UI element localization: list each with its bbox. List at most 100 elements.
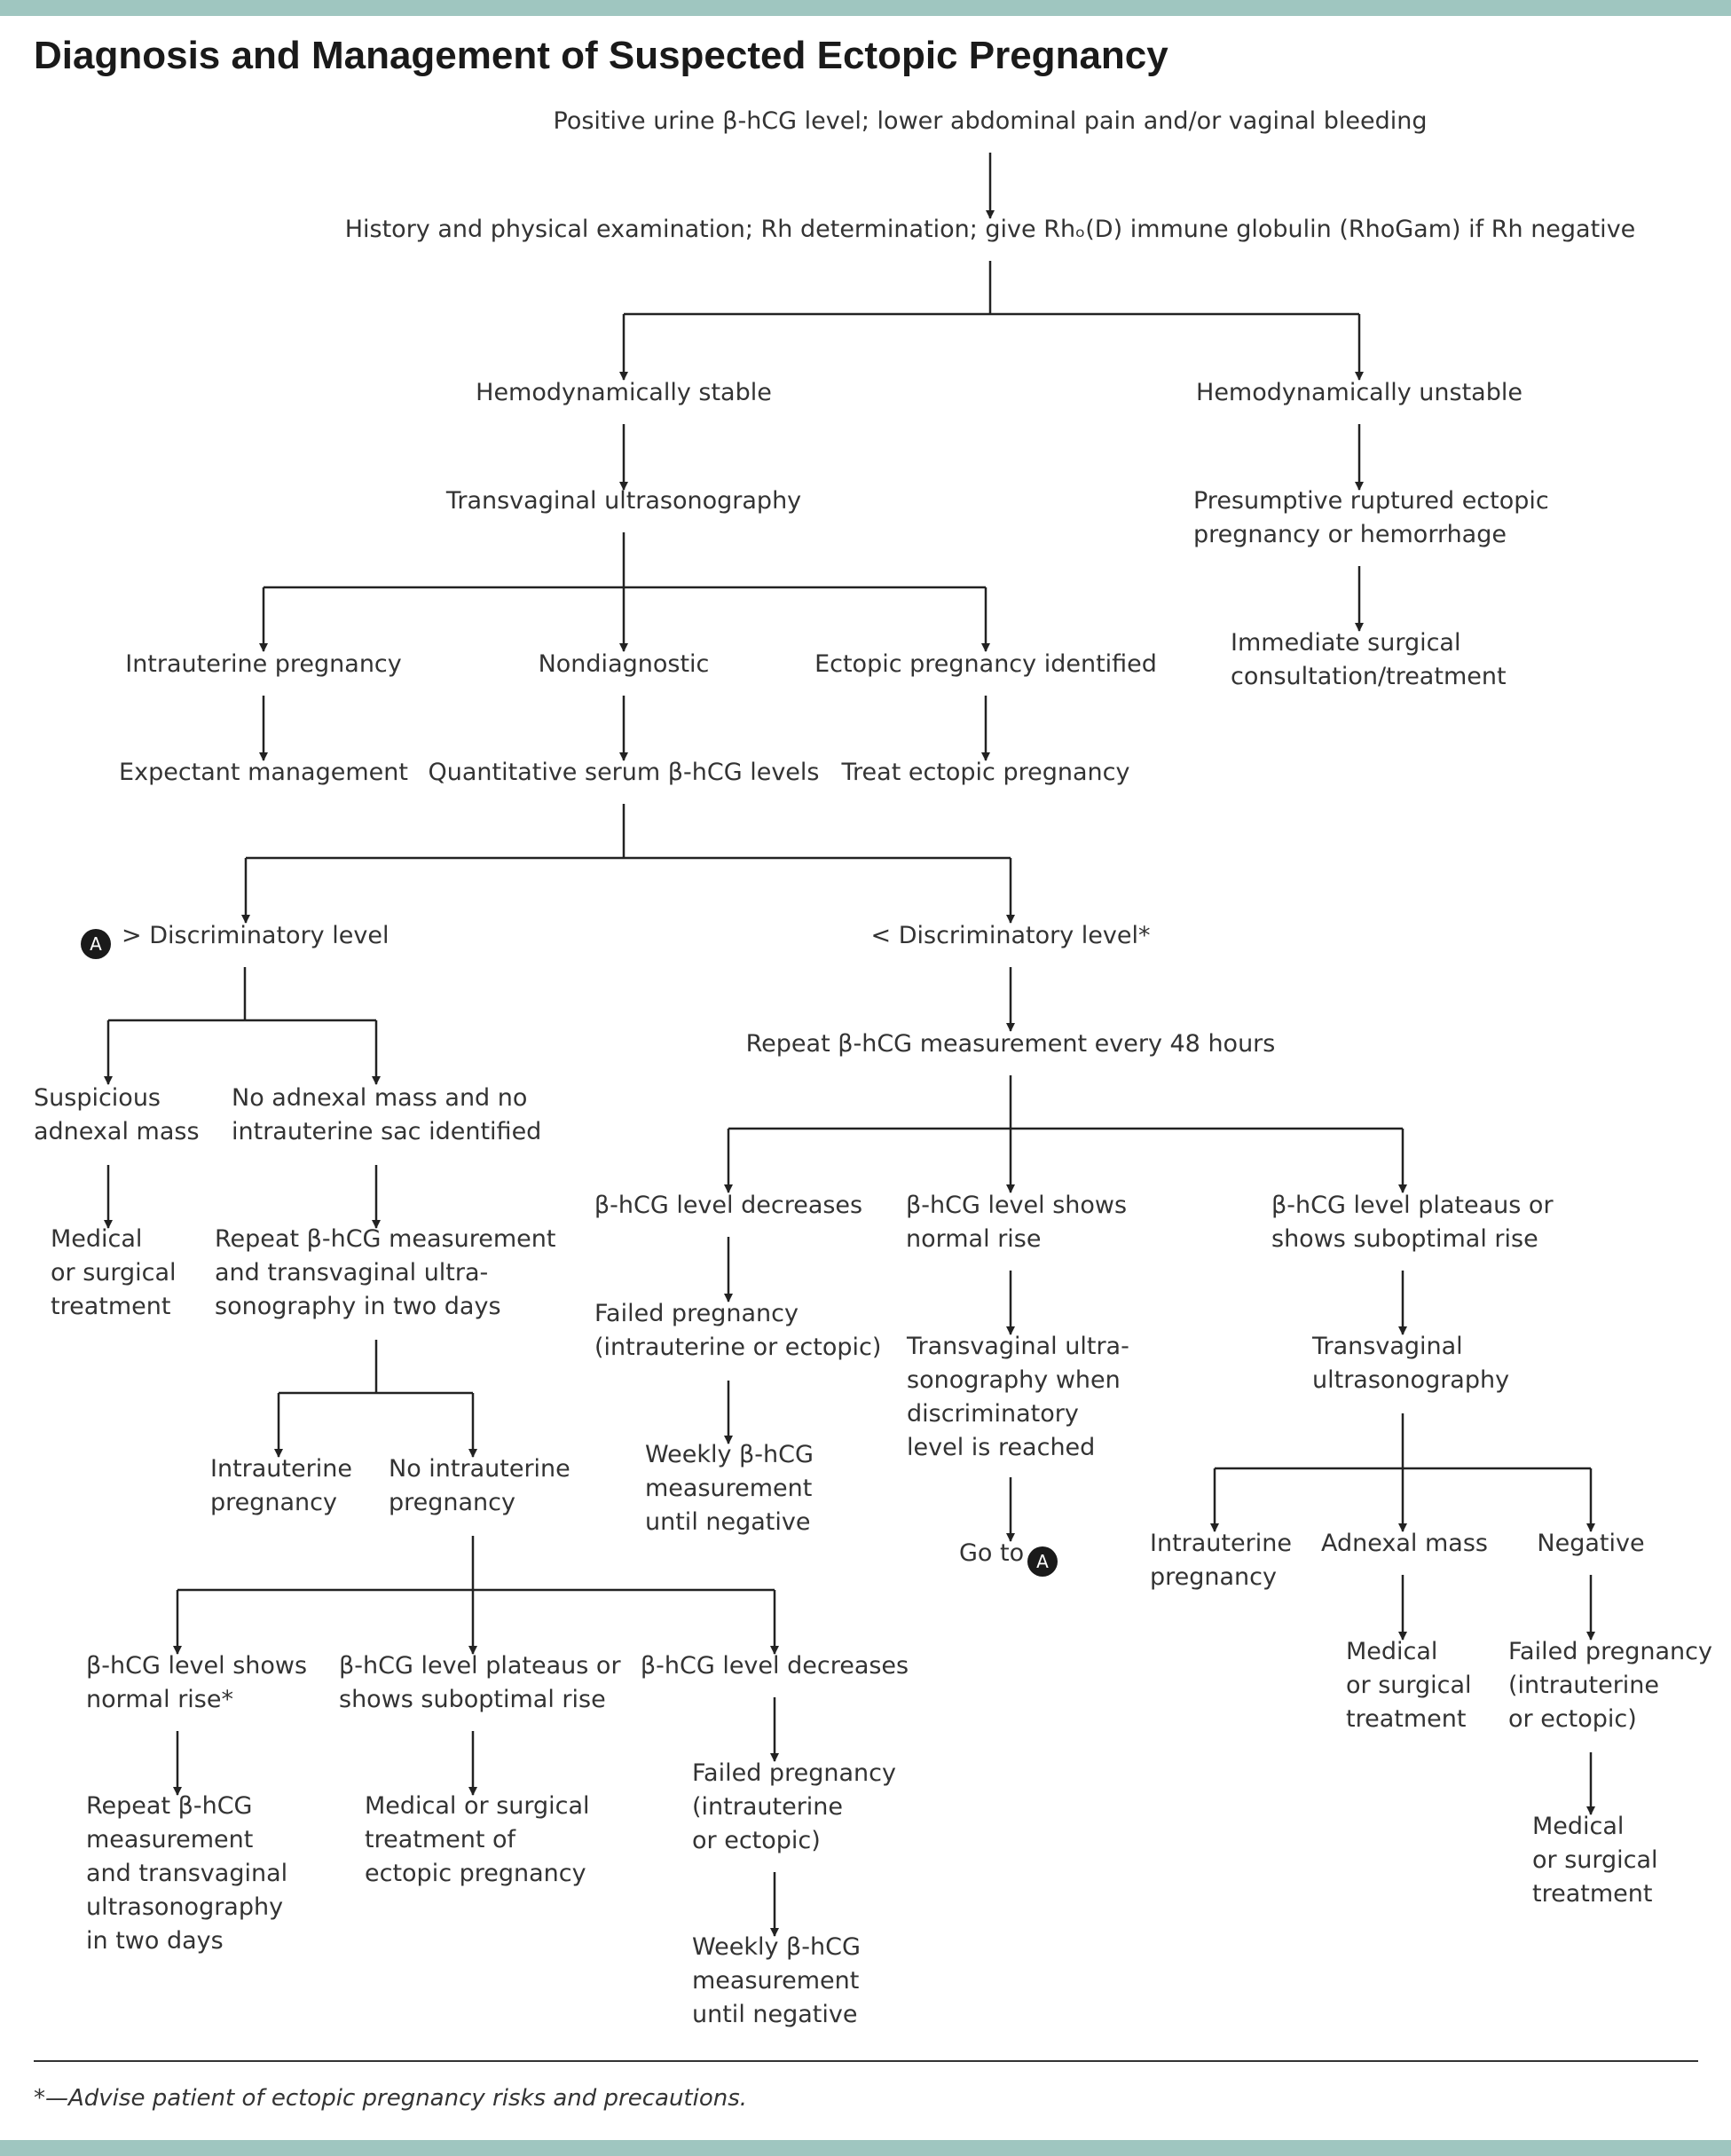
node-line: Nondiagnostic xyxy=(539,650,710,678)
node-line: Transvaginal ultra- xyxy=(906,1333,1129,1360)
badge-a-source: A xyxy=(81,929,111,959)
node-line: measurement xyxy=(86,1826,253,1853)
node-no-iup: No intrauterine pregnancy xyxy=(389,1455,570,1516)
node-line: ultrasonography xyxy=(86,1893,283,1921)
bottom-band xyxy=(0,2140,1731,2156)
node-line: ultrasonography xyxy=(1312,1366,1509,1394)
node-unstable: Hemodynamically unstable xyxy=(1196,379,1522,406)
node-line: Intrauterine xyxy=(1150,1530,1292,1557)
node-above-disc: > Discriminatory level xyxy=(122,922,389,949)
node-line: or ectopic) xyxy=(1508,1705,1637,1733)
badge-circle xyxy=(1027,1546,1058,1577)
node-repeat48: Repeat β-hCG measurement every 48 hours xyxy=(746,1030,1276,1058)
node-below-disc: < Discriminatory level* xyxy=(871,922,1151,949)
node-line: Negative xyxy=(1537,1530,1644,1557)
node-line: pregnancy xyxy=(210,1489,337,1516)
node-line: β-hCG level shows xyxy=(86,1652,307,1680)
page-title: Diagnosis and Management of Suspected Ec… xyxy=(34,34,1168,77)
node-line: Medical xyxy=(51,1225,142,1253)
node-line: treatment xyxy=(51,1293,170,1320)
node-line: < Discriminatory level* xyxy=(871,922,1151,949)
node-line: > Discriminatory level xyxy=(122,922,389,949)
node-line: and transvaginal xyxy=(86,1860,287,1887)
node-ectopic-id: Ectopic pregnancy identified xyxy=(814,650,1157,678)
node-line: ectopic pregnancy xyxy=(365,1860,586,1887)
node-surgical: Immediate surgical consultation/treatment xyxy=(1231,629,1507,690)
node-line: discriminatory xyxy=(907,1400,1079,1428)
node-plateau2: β-hCG level plateaus or shows suboptimal … xyxy=(1271,1192,1554,1253)
node-line: measurement xyxy=(645,1475,812,1502)
node-line: Treat ectopic pregnancy xyxy=(841,759,1130,786)
node-line: Hemodynamically unstable xyxy=(1196,379,1522,406)
node-line: consultation/treatment xyxy=(1231,663,1507,690)
node-line: Immediate surgical xyxy=(1231,629,1460,657)
badge-circle xyxy=(81,929,111,959)
node-line: Go to xyxy=(959,1539,1024,1567)
node-line: treatment xyxy=(1346,1705,1466,1733)
node-line: in two days xyxy=(86,1927,224,1955)
node-line: (intrauterine or ectopic) xyxy=(594,1334,881,1361)
node-line: or ectopic) xyxy=(692,1827,821,1854)
node-iup2: Intrauterine pregnancy xyxy=(210,1455,352,1516)
node-decrease1: β-hCG level decreases xyxy=(641,1652,909,1680)
node-line: β-hCG level plateaus or xyxy=(1271,1192,1554,1219)
node-line: treatment xyxy=(1532,1880,1652,1908)
node-tvus1: Transvaginal ultrasonography xyxy=(445,487,801,515)
node-iup3: Intrauterine pregnancy xyxy=(1150,1530,1292,1591)
node-rise2: β-hCG level shows normal rise xyxy=(906,1192,1127,1253)
node-stable: Hemodynamically stable xyxy=(476,379,772,406)
node-line: β-hCG level shows xyxy=(906,1192,1127,1219)
node-line: Intrauterine pregnancy xyxy=(125,650,402,678)
node-line: pregnancy xyxy=(389,1489,515,1516)
node-line: Intrauterine xyxy=(210,1455,352,1483)
badge-label: A xyxy=(90,933,102,955)
node-line: Positive urine β-hCG level; lower abdomi… xyxy=(554,107,1428,135)
node-line: No adnexal mass and no xyxy=(232,1084,527,1112)
node-line: Presumptive ruptured ectopic xyxy=(1193,487,1549,515)
node-plateau1: β-hCG level plateaus or shows suboptimal … xyxy=(339,1652,621,1713)
node-failed3: Failed pregnancy (intrauterine or ectopic) xyxy=(1508,1638,1712,1733)
node-line: Adnexal mass xyxy=(1321,1530,1488,1557)
node-line: Expectant management xyxy=(119,759,408,786)
node-history: History and physical examination; Rh det… xyxy=(345,216,1636,243)
node-line: No intrauterine xyxy=(389,1455,570,1483)
node-line: Hemodynamically stable xyxy=(476,379,772,406)
node-line: Repeat β-hCG measurement xyxy=(215,1225,555,1253)
node-iup1: Intrauterine pregnancy xyxy=(125,650,402,678)
node-line: Medical or surgical xyxy=(365,1792,590,1820)
node-line: Transvaginal ultrasonography xyxy=(445,487,801,515)
node-line: Medical xyxy=(1346,1638,1437,1665)
node-line: History and physical examination; Rh det… xyxy=(345,216,1636,243)
node-line: shows suboptimal rise xyxy=(339,1686,606,1713)
node-line: normal rise* xyxy=(86,1686,233,1713)
node-line: intrauterine sac identified xyxy=(232,1118,541,1145)
node-line: Quantitative serum β-hCG levels xyxy=(429,759,820,786)
node-line: (intrauterine xyxy=(1508,1672,1659,1699)
badge-label: A xyxy=(1036,1551,1049,1572)
node-line: normal rise xyxy=(906,1225,1041,1253)
node-quant: Quantitative serum β-hCG levels xyxy=(429,759,820,786)
node-line: (intrauterine xyxy=(692,1793,843,1821)
node-line: or surgical xyxy=(51,1259,177,1287)
node-line: sonography in two days xyxy=(215,1293,501,1320)
node-line: level is reached xyxy=(907,1434,1095,1461)
node-repeat-tv2: Repeat β-hCG measurement and transvaginal u… xyxy=(86,1792,287,1955)
node-line: shows suboptimal rise xyxy=(1271,1225,1538,1253)
node-adnexal: Adnexal mass xyxy=(1321,1530,1488,1557)
node-line: pregnancy xyxy=(1150,1563,1277,1591)
node-line: Ectopic pregnancy identified xyxy=(814,650,1157,678)
node-line: β-hCG level plateaus or xyxy=(339,1652,621,1680)
node-line: Repeat β-hCG xyxy=(86,1792,252,1820)
node-nondiag: Nondiagnostic xyxy=(539,650,710,678)
node-line: until negative xyxy=(692,2001,857,2028)
node-failed2: Failed pregnancy(intrauterine or ectopic… xyxy=(594,1300,881,1361)
node-line: Failed pregnancy xyxy=(1508,1638,1712,1665)
